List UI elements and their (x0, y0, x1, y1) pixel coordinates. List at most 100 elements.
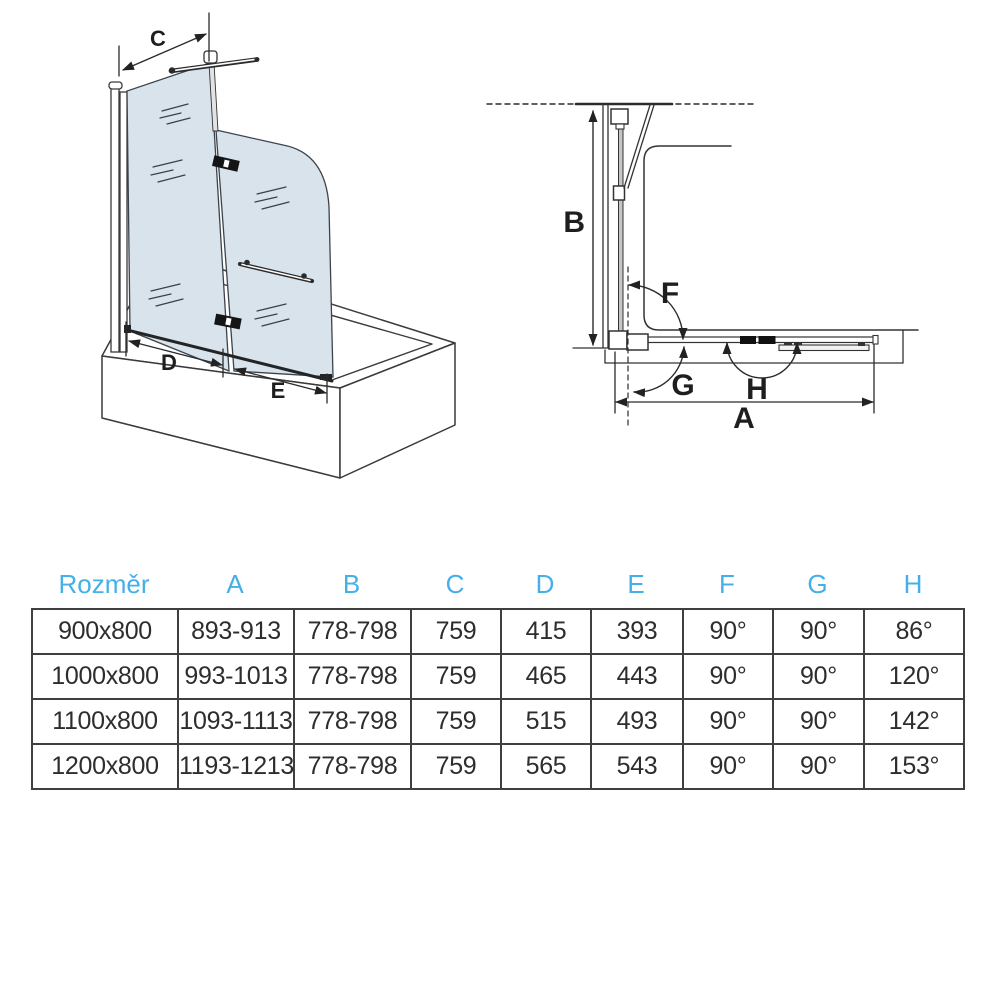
table-header-f: F (719, 568, 735, 599)
table-header-h: H (903, 568, 923, 599)
handle-left (740, 336, 756, 344)
bottom-hinge-wall-block (608, 330, 628, 350)
dimensions-table: Rozměr A B C D E F G H 900x800 893-913 7… (31, 560, 965, 790)
table-header-rozmer: Rozměr (58, 568, 150, 599)
table-cell: 565 (500, 743, 592, 790)
table-cell: 90° (682, 698, 774, 745)
table-cell: 90° (682, 653, 774, 700)
hinge-clamp-top (211, 155, 240, 172)
table-cell: 86° (863, 608, 965, 655)
table-cell: 1100x800 (31, 698, 179, 745)
table-cell: 153° (863, 743, 965, 790)
second-panel-plan (778, 342, 870, 352)
table-cell: 90° (772, 653, 865, 700)
table-cell: 778-798 (293, 743, 412, 790)
dim-e-line (234, 367, 327, 395)
bottom-hinge-pivot-block (626, 333, 649, 351)
mid-hinge-block (612, 185, 626, 201)
table-cell: 393 (590, 608, 684, 655)
top-hinge-block (610, 108, 629, 125)
table-cell: 90° (682, 608, 774, 655)
glass-reflections (148, 103, 290, 327)
table-cell: 90° (682, 743, 774, 790)
dim-label-c: C (150, 26, 166, 51)
angle-f-arc (628, 280, 688, 340)
perspective-view-diagram: C D E (101, 12, 456, 479)
angle-h-arc (722, 342, 802, 379)
table-cell: 515 (500, 698, 592, 745)
table-cell: 1093-1113 (177, 698, 295, 745)
glass-panel-door (215, 129, 334, 378)
technical-diagrams: C D E (101, 12, 919, 479)
side-view-diagram: F G H B A (486, 102, 919, 435)
table-body: 900x800 893-913 778-798 759 415 393 90° … (31, 608, 965, 790)
dimension-c (118, 12, 210, 77)
table-cell: 90° (772, 698, 865, 745)
table-cell: 778-798 (293, 653, 412, 700)
table-cell: 120° (863, 653, 965, 700)
table-cell: 900x800 (31, 608, 179, 655)
wall-channel-inner (119, 91, 128, 353)
table-cell: 759 (410, 698, 502, 745)
glass-panel-fixed (126, 62, 230, 372)
table-cell: 759 (410, 653, 502, 700)
bottom-rail-right-foot (320, 374, 332, 380)
table-cell: 778-798 (293, 698, 412, 745)
bottom-rail-left-foot (124, 325, 131, 333)
table-header-b: B (342, 568, 361, 599)
dim-label-e: E (271, 378, 286, 403)
table-header-g: G (807, 568, 828, 599)
wall-channel-cap (108, 81, 123, 90)
wall-channel-outer (110, 85, 120, 353)
table-cell: 142° (863, 698, 965, 745)
top-hinge-stem (615, 123, 625, 130)
handle-right (758, 336, 776, 344)
hinge-clamp-bottom (214, 313, 242, 330)
pivot-post-cap (203, 50, 218, 64)
table-row: 1000x800 993-1013 778-798 759 465 443 90… (31, 653, 965, 700)
glass-profile (618, 127, 624, 334)
tub-right-face (339, 342, 456, 479)
wall-profile-side (572, 103, 614, 349)
table-cell: 993-1013 (177, 653, 295, 700)
table-cell: 759 (410, 743, 502, 790)
table-cell: 493 (590, 698, 684, 745)
dim-c-line (122, 33, 207, 71)
table-header-c: C (445, 568, 465, 599)
angle-label-f: F (661, 277, 679, 310)
table-cell: 415 (500, 608, 592, 655)
angle-label-g: G (671, 369, 694, 402)
table-row: 1100x800 1093-1113 778-798 759 515 493 9… (31, 698, 965, 745)
table-cell: 1193-1213 (177, 743, 295, 790)
table-cell: 465 (500, 653, 592, 700)
table-cell: 90° (772, 743, 865, 790)
table-header-e: E (627, 568, 645, 599)
dim-label-a: A (733, 402, 755, 435)
table-header-a: A (226, 568, 244, 599)
dim-label-d: D (161, 350, 177, 375)
table-header-d: D (535, 568, 555, 599)
dim-label-b: B (563, 206, 585, 239)
support-bar-end-cap (254, 57, 260, 62)
towel-bar (237, 259, 315, 284)
dim-d-line (128, 339, 223, 367)
table-row: 1200x800 1193-1213 778-798 759 565 543 9… (31, 743, 965, 790)
dimension-a (614, 344, 875, 414)
support-bar-side (623, 104, 655, 189)
angle-g-arc (633, 346, 689, 398)
table-cell: 759 (410, 608, 502, 655)
table-cell: 893-913 (177, 608, 295, 655)
door-swing-outline (643, 145, 919, 331)
table-cell: 1000x800 (31, 653, 179, 700)
table-cell: 778-798 (293, 608, 412, 655)
table-row: 900x800 893-913 778-798 759 415 393 90° … (31, 608, 965, 655)
table-cell: 543 (590, 743, 684, 790)
panel-plan-end-cap (872, 334, 879, 345)
table-cell: 1200x800 (31, 743, 179, 790)
table-cell: 90° (772, 608, 865, 655)
wall-profile (108, 81, 128, 353)
table-cell: 443 (590, 653, 684, 700)
support-bar-mount (168, 67, 176, 74)
dimension-d (125, 321, 224, 378)
